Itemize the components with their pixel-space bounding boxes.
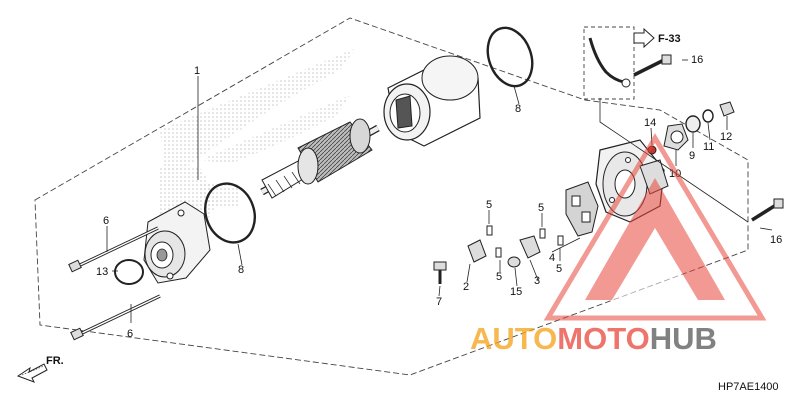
callout-2: 2 <box>463 281 469 293</box>
callout-12: 12 <box>720 131 732 143</box>
watermark-word-2: MOTO <box>557 321 649 356</box>
reference-arrow: F-33 <box>633 27 681 49</box>
reference-label: F-33 <box>658 33 681 45</box>
brush-terminal-2 <box>467 239 487 263</box>
callout-13: 13 <box>96 266 108 278</box>
armature <box>260 118 380 199</box>
callout-9: 9 <box>689 150 695 162</box>
diagram-code: HP7AE1400 <box>718 381 779 393</box>
callout-1: 1 <box>194 65 200 77</box>
starter-cable <box>588 37 631 88</box>
screw-7 <box>433 261 447 284</box>
callout-5-d: 5 <box>556 263 562 275</box>
front-label: FR. <box>46 355 64 367</box>
mounting-bolt-upper <box>633 54 672 77</box>
callout-5-c: 5 <box>496 271 502 283</box>
yoke-housing <box>383 55 481 147</box>
screw-15 <box>507 256 521 268</box>
callout-11: 11 <box>703 141 714 153</box>
front-cover <box>143 201 211 284</box>
callout-3: 3 <box>534 275 540 287</box>
o-ring-large-front <box>204 182 256 244</box>
callout-8-b: 8 <box>515 103 521 115</box>
mounting-bolt-lower <box>751 198 784 222</box>
brush-terminal-3 <box>519 235 541 259</box>
callout-16-b: 16 <box>770 234 782 246</box>
watermark-word-1: AUTO <box>470 321 557 356</box>
callout-5-a: 5 <box>486 199 492 211</box>
o-ring-large-rear <box>486 26 534 88</box>
cable-outline <box>583 26 635 100</box>
long-bolt-lower <box>70 294 161 341</box>
callout-6-a: 6 <box>103 215 109 227</box>
callout-5-b: 5 <box>538 202 544 214</box>
callout-numbers: 1 2 3 4 5 5 5 5 6 6 7 8 8 9 10 11 12 13 … <box>96 54 782 340</box>
o-ring-small <box>114 259 144 285</box>
watermark-triangle-logo <box>543 133 767 321</box>
watermark: AUTOMOTOHUB <box>470 133 767 356</box>
callout-16-a: 16 <box>691 54 703 66</box>
callout-4: 4 <box>549 252 555 264</box>
watermark-text: AUTOMOTOHUB <box>470 321 717 356</box>
brush-holder <box>565 181 599 237</box>
callout-6-b: 6 <box>127 328 133 340</box>
callout-15: 15 <box>510 286 522 298</box>
callout-7: 7 <box>436 296 442 308</box>
brush-springs <box>486 225 564 258</box>
assembly-outline <box>34 17 749 376</box>
watermark-word-3: HUB <box>650 321 717 356</box>
long-bolt-upper <box>68 226 159 273</box>
leader-lines <box>106 59 773 323</box>
callout-14: 14 <box>644 117 656 129</box>
front-direction-arrow: FR. <box>16 355 64 383</box>
callout-8-a: 8 <box>238 264 244 276</box>
